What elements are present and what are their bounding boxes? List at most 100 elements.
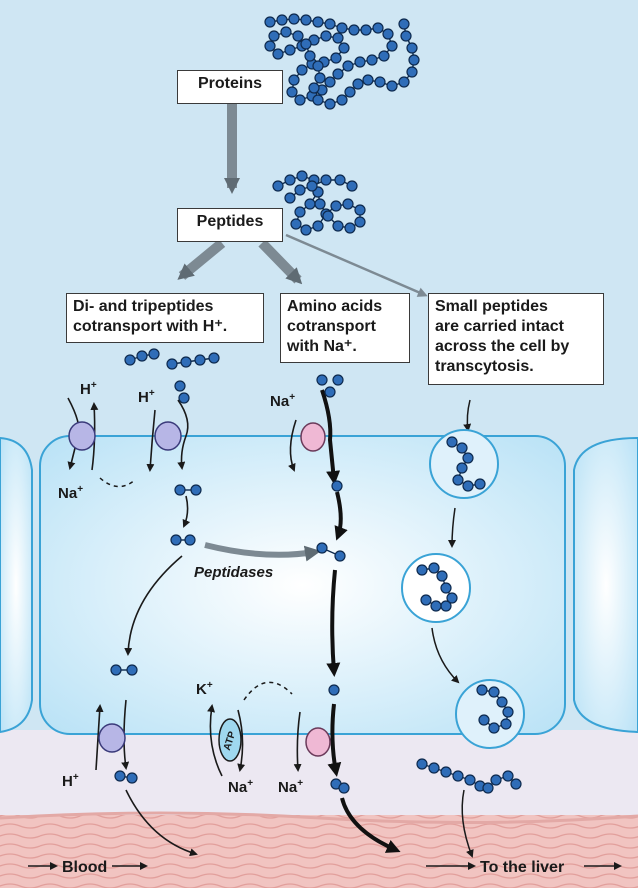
- amino-acid-bead: [312, 60, 324, 72]
- tripeptide-line: [171, 357, 215, 365]
- amino-acid-bead: [362, 74, 374, 86]
- amino-acid-bead: [288, 74, 300, 86]
- amino-acid-bead: [366, 54, 378, 66]
- amino-acid-bead: [332, 374, 344, 386]
- amino-acid-bead: [510, 778, 522, 790]
- amino-acid-bead: [400, 30, 412, 42]
- amino-acid-bead: [194, 354, 206, 366]
- amino-acid-bead: [440, 600, 452, 612]
- amino-acid-bead: [334, 174, 346, 186]
- amino-acids-box: Amino acids cotransport with Na⁺.: [280, 293, 410, 363]
- amino-acid-bead: [502, 770, 514, 782]
- amino-acid-bead: [348, 24, 360, 36]
- amino-down-path-2: [326, 569, 341, 677]
- amino-acid-bead: [268, 30, 280, 42]
- amino-acid-bead: [474, 478, 486, 490]
- amino-acid-bead: [304, 198, 316, 210]
- na-recycle-dashed: [243, 681, 293, 701]
- amino-acid-bead: [372, 22, 384, 34]
- amino-acid-bead: [416, 758, 428, 770]
- peptide-in-path: [177, 399, 189, 470]
- amino-acid-bead: [314, 198, 326, 210]
- amino-acid-bead: [294, 206, 306, 218]
- amino-acid-bead: [334, 550, 346, 562]
- amino-acid-bead: [338, 782, 350, 794]
- amino-acid-bead: [316, 374, 328, 386]
- amino-acid-bead: [478, 714, 490, 726]
- amino-acid-bead: [374, 76, 386, 88]
- amino-acid-bead: [346, 180, 358, 192]
- amino-acid-bead: [406, 42, 418, 54]
- amino-acid-bead: [324, 98, 336, 110]
- amino-acid-bead: [272, 180, 284, 192]
- amino-acid-bead: [332, 220, 344, 232]
- amino-acid-bead: [308, 82, 320, 94]
- amino-acid-bead: [354, 216, 366, 228]
- na-label-apical: Na+: [270, 392, 295, 410]
- amino-acid-bead: [296, 64, 308, 76]
- amino-acid-bead: [354, 56, 366, 68]
- amino-acid-bead: [324, 76, 336, 88]
- vesicle-move-arrow-2: [431, 627, 460, 684]
- h-label-basal: H+: [62, 772, 79, 790]
- na-in-path: [288, 419, 297, 472]
- amino-acid-bead: [488, 686, 500, 698]
- bead-layer: [110, 13, 522, 794]
- amino-acid-bead: [490, 774, 502, 786]
- amino-acid-bead: [304, 50, 316, 62]
- na-out-path: [237, 709, 246, 772]
- amino-acid-bead: [462, 452, 474, 464]
- amino-acid-bead: [398, 18, 410, 30]
- amino-acid-bead: [126, 664, 138, 676]
- amino-acid-bead: [360, 24, 372, 36]
- amino-acid-bead: [342, 198, 354, 210]
- amino-acid-bead: [382, 28, 394, 40]
- amino-acid-bead: [416, 564, 428, 576]
- peptide-to-liver-arrow: [461, 789, 474, 858]
- dipeptide-down-path: [182, 495, 191, 528]
- amino-acid-bead: [320, 174, 332, 186]
- amino-acid-bead: [464, 774, 476, 786]
- amino-acid-bead: [312, 94, 324, 106]
- amino-acid-bead: [354, 204, 366, 216]
- h-basal-path: [95, 704, 104, 771]
- amino-acid-bead: [332, 32, 344, 44]
- vesicle-move-arrow-1: [448, 507, 457, 548]
- amino-acid-bead: [272, 48, 284, 60]
- amino-acid-bead: [482, 782, 494, 794]
- amino-acid-bead: [330, 52, 342, 64]
- h-transporter-basal: [98, 723, 126, 753]
- endocytosis-arrow: [463, 399, 472, 432]
- amino-acid-bead: [170, 534, 182, 546]
- amino-acid-bead: [126, 772, 138, 784]
- amino-acid-bead: [430, 600, 442, 612]
- na-transporter-apical: [300, 422, 326, 452]
- na-transporter-basal: [305, 727, 331, 757]
- amino-acid-bead: [328, 684, 340, 696]
- atpase-pump: [218, 718, 242, 762]
- amino-acid-bead: [406, 66, 418, 78]
- dipeptide-to-basal-path: [124, 555, 183, 656]
- amino-acid-bead: [284, 44, 296, 56]
- amino-acid-bead: [378, 50, 390, 62]
- amino-down-path-1: [334, 491, 348, 541]
- na-label-left: Na+: [58, 484, 83, 502]
- amino-acid-bead: [178, 392, 190, 404]
- amino-acid-bead: [452, 474, 464, 486]
- peptides-to-small-arrow: [285, 233, 428, 297]
- amino-acid-bead: [476, 684, 488, 696]
- amino-acid-bead: [114, 770, 126, 782]
- left-cell-edge: [0, 436, 33, 734]
- h-label-2: H+: [138, 388, 155, 406]
- amino-acid-bead: [300, 14, 312, 26]
- amino-acid-bead: [314, 72, 326, 84]
- na-basal-path: [293, 711, 302, 772]
- amino-out-path: [327, 703, 342, 777]
- amino-acid-bead: [166, 358, 178, 370]
- amino-acid-bead: [264, 40, 276, 52]
- amino-acid-bead: [324, 386, 336, 398]
- amino-acid-bead: [294, 94, 306, 106]
- peptides-to-amino-arrow: [258, 239, 303, 285]
